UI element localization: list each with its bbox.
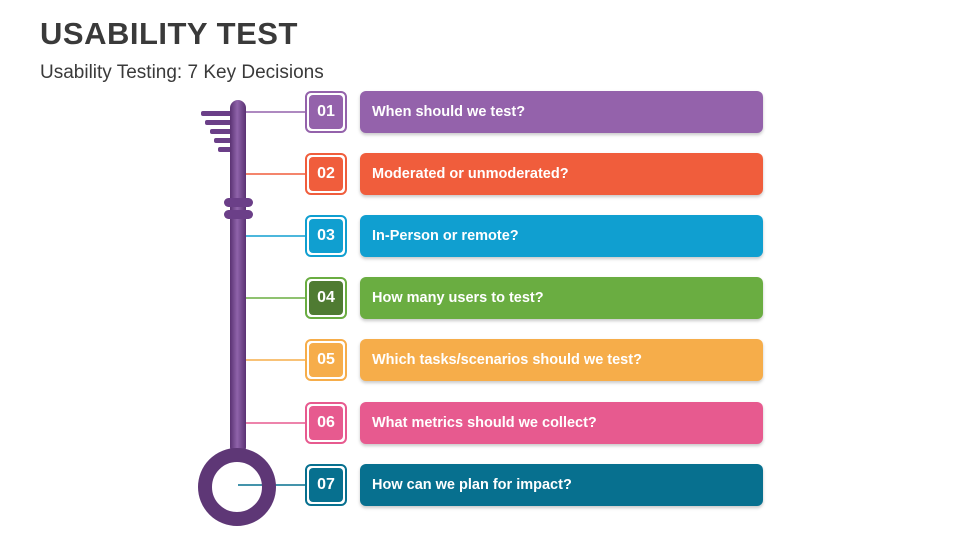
step-number: 02 [309,157,343,191]
step-item: 06 What metrics should we collect? [0,402,960,444]
step-number: 04 [309,281,343,315]
page-title: USABILITY TEST [40,16,298,51]
step-item: 03 In-Person or remote? [0,215,960,257]
step-number: 05 [309,343,343,377]
step-bar: Moderated or unmoderated? [360,153,763,195]
step-item: 07 How can we plan for impact? [0,464,960,506]
step-bar: What metrics should we collect? [360,402,763,444]
step-number: 03 [309,219,343,253]
page-subtitle: Usability Testing: 7 Key Decisions [40,62,324,83]
step-number-box: 05 [305,339,347,381]
step-bar: In-Person or remote? [360,215,763,257]
key-ring [198,448,276,526]
key-shaft [230,100,246,455]
step-bar: How many users to test? [360,277,763,319]
step-item: 04 How many users to test? [0,277,960,319]
step-number-box: 04 [305,277,347,319]
step-number-box: 01 [305,91,347,133]
step-number-box: 06 [305,402,347,444]
step-bar: Which tasks/scenarios should we test? [360,339,763,381]
key-collar [224,198,253,219]
step-number: 01 [309,95,343,129]
step-item: 05 Which tasks/scenarios should we test? [0,339,960,381]
step-number-box: 07 [305,464,347,506]
step-bar: When should we test? [360,91,763,133]
key-teeth [201,111,233,152]
step-number: 06 [309,406,343,440]
step-number-box: 03 [305,215,347,257]
step-bar: How can we plan for impact? [360,464,763,506]
step-number-box: 02 [305,153,347,195]
step-item: 01 When should we test? [0,91,960,133]
step-item: 02 Moderated or unmoderated? [0,153,960,195]
step-number: 07 [309,468,343,502]
